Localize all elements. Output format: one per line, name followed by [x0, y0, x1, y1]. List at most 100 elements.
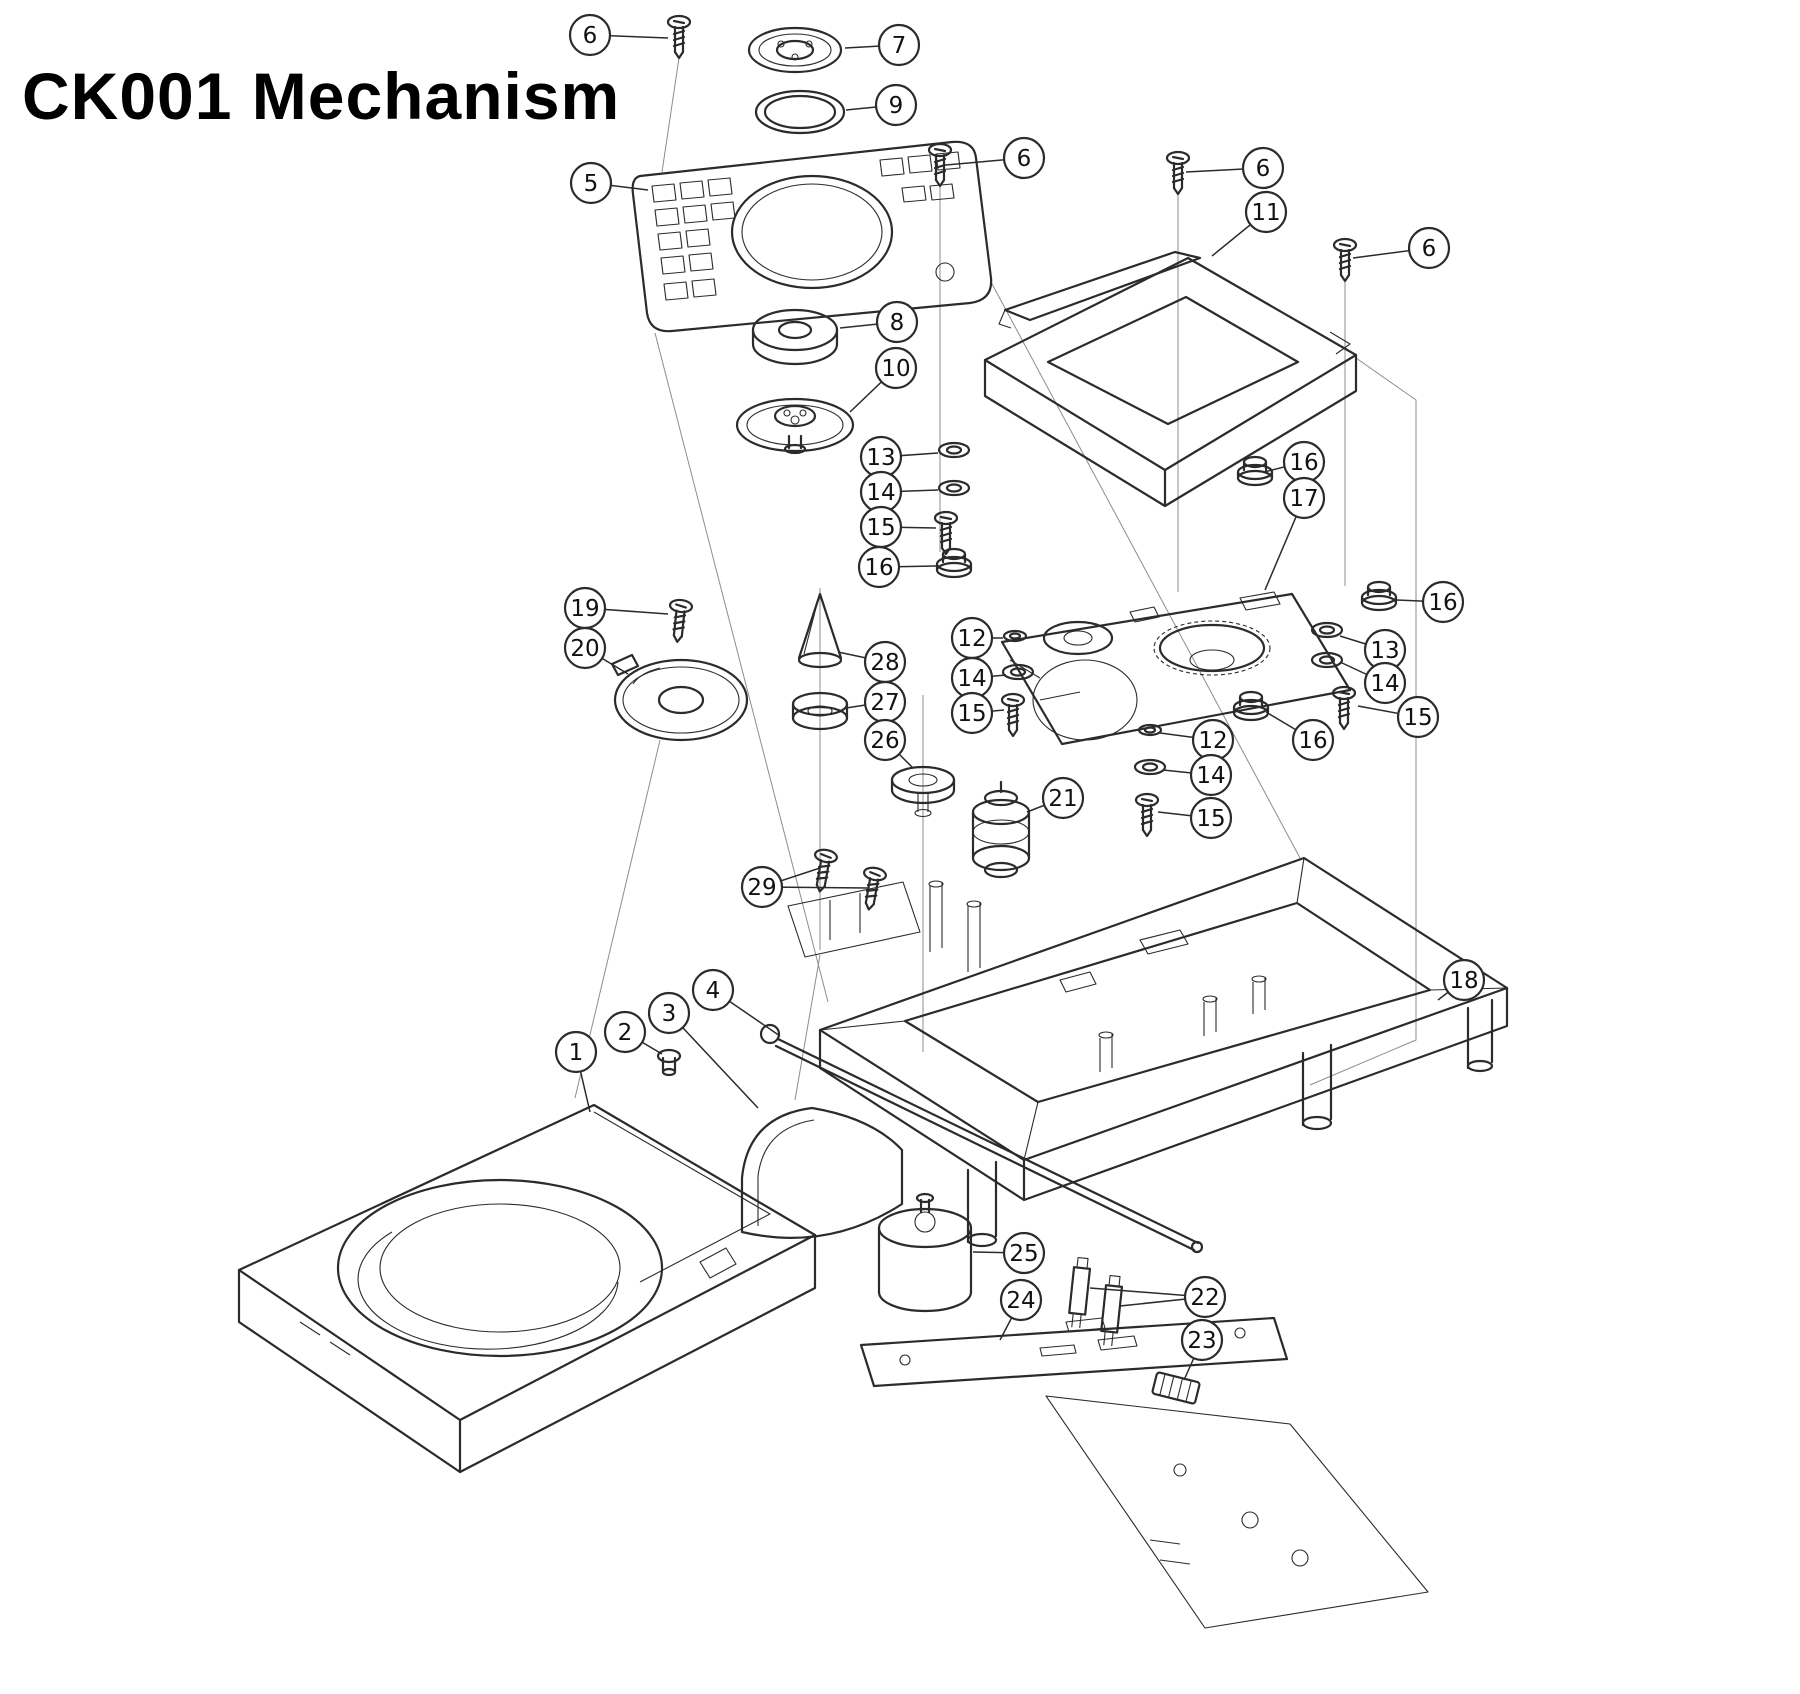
projection-lines: [574, 57, 1417, 1101]
part-bottom-bracket: [1045, 1395, 1429, 1629]
part-8-clamper-magnet: [751, 308, 839, 366]
callout-10: 10: [849, 346, 918, 413]
callout-22: 22: [1089, 1275, 1227, 1319]
callout-25: 25: [972, 1231, 1046, 1275]
svg-text:2: 2: [618, 1020, 633, 1046]
callout-15: 15: [1157, 796, 1233, 840]
callout-6: 6: [1185, 146, 1285, 190]
part-subplate: [787, 880, 982, 972]
screw-part-15: [933, 510, 959, 556]
screw-part-15: [1000, 692, 1026, 738]
callout-16: 16: [1265, 711, 1335, 762]
svg-text:11: 11: [1251, 200, 1280, 226]
washer-part-14: [1310, 651, 1344, 669]
washer-part-12: [1002, 629, 1028, 643]
callout-15: 15: [859, 505, 937, 549]
part-23-connector: [1151, 1371, 1201, 1405]
callout-13: 13: [1339, 628, 1407, 672]
svg-text:28: 28: [870, 650, 899, 676]
callout-16: 16: [1396, 580, 1465, 624]
svg-text:22: 22: [1190, 1285, 1219, 1311]
svg-text:12: 12: [957, 626, 986, 652]
washer-part-13: [937, 441, 971, 459]
part-26-pulley-gear: [890, 765, 956, 818]
part-24-pcb: [859, 1316, 1289, 1388]
svg-text:12: 12: [1198, 728, 1227, 754]
svg-text:5: 5: [584, 171, 599, 197]
callout-11: 11: [1211, 190, 1288, 257]
callout-15: 15: [950, 691, 1005, 735]
svg-text:14: 14: [866, 480, 895, 506]
parts-artwork: [237, 14, 1509, 1629]
washer-part-14: [1133, 758, 1167, 776]
part-20-cam-disc: [610, 653, 749, 742]
part-21-cam-gear: [971, 780, 1031, 879]
callout-12: 12: [950, 616, 1003, 660]
svg-text:6: 6: [1422, 236, 1437, 262]
svg-text:25: 25: [1009, 1241, 1038, 1267]
callout-26: 26: [863, 718, 914, 769]
callout-16: 16: [857, 545, 937, 589]
screw-part-6: [1332, 237, 1358, 283]
washer-part-14: [937, 479, 971, 497]
grommet-part-16: [935, 547, 973, 579]
svg-text:9: 9: [889, 93, 904, 119]
svg-text:15: 15: [957, 701, 986, 727]
callout-4: 4: [691, 968, 781, 1037]
part-25-motor: [877, 1192, 973, 1313]
callout-9: 9: [845, 83, 918, 127]
svg-text:6: 6: [1256, 156, 1271, 182]
svg-text:19: 19: [570, 596, 599, 622]
page-title: CK001 Mechanism: [22, 59, 621, 133]
part-4-guide-shaft: [759, 1023, 1204, 1254]
washer-part-13: [1310, 621, 1344, 639]
callout-14: 14: [950, 656, 1007, 700]
svg-text:6: 6: [1017, 146, 1032, 172]
svg-text:16: 16: [1298, 728, 1327, 754]
svg-text:27: 27: [870, 690, 899, 716]
callout-24: 24: [999, 1278, 1043, 1341]
callout-12: 12: [1159, 718, 1235, 762]
part-18-chassis-base: [818, 856, 1509, 1248]
callout-14: 14: [1162, 753, 1233, 797]
part-3-cover: [740, 1106, 904, 1239]
callout-6: 6: [568, 13, 669, 57]
callout-28: 28: [837, 640, 907, 684]
svg-text:8: 8: [890, 310, 905, 336]
callout-2: 2: [603, 1010, 663, 1055]
svg-text:16: 16: [1289, 450, 1318, 476]
part-5-top-plate: [631, 140, 993, 333]
svg-text:7: 7: [892, 33, 907, 59]
svg-text:10: 10: [881, 356, 910, 382]
svg-text:14: 14: [957, 666, 986, 692]
callout-3: 3: [647, 991, 759, 1109]
callout-7: 7: [844, 23, 921, 67]
svg-text:13: 13: [1370, 638, 1399, 664]
callout-14: 14: [1339, 661, 1407, 705]
callout-14: 14: [859, 470, 939, 514]
callout-21: 21: [1026, 776, 1085, 820]
part-17-traverse-assembly: [1000, 591, 1352, 746]
svg-text:23: 23: [1187, 1328, 1216, 1354]
svg-text:18: 18: [1449, 968, 1478, 994]
callout-13: 13: [859, 435, 939, 479]
svg-text:4: 4: [706, 978, 721, 1004]
svg-text:26: 26: [870, 728, 899, 754]
part-22-switches: [1065, 1256, 1138, 1351]
screw-part-6: [1165, 150, 1191, 196]
callout-23: 23: [1180, 1318, 1224, 1381]
screw-part-19: [665, 597, 694, 645]
svg-text:16: 16: [1428, 590, 1457, 616]
callout-20: 20: [563, 626, 629, 675]
part-2-stud: [656, 1048, 682, 1077]
svg-text:15: 15: [1196, 806, 1225, 832]
screw-part-6: [666, 14, 692, 60]
grommet-part-16: [1360, 580, 1398, 612]
callout-8: 8: [839, 300, 919, 344]
callout-15: 15: [1357, 695, 1440, 739]
part-27-pulley: [791, 691, 849, 731]
svg-text:29: 29: [747, 875, 776, 901]
part-1-disc-tray: [237, 1103, 817, 1474]
